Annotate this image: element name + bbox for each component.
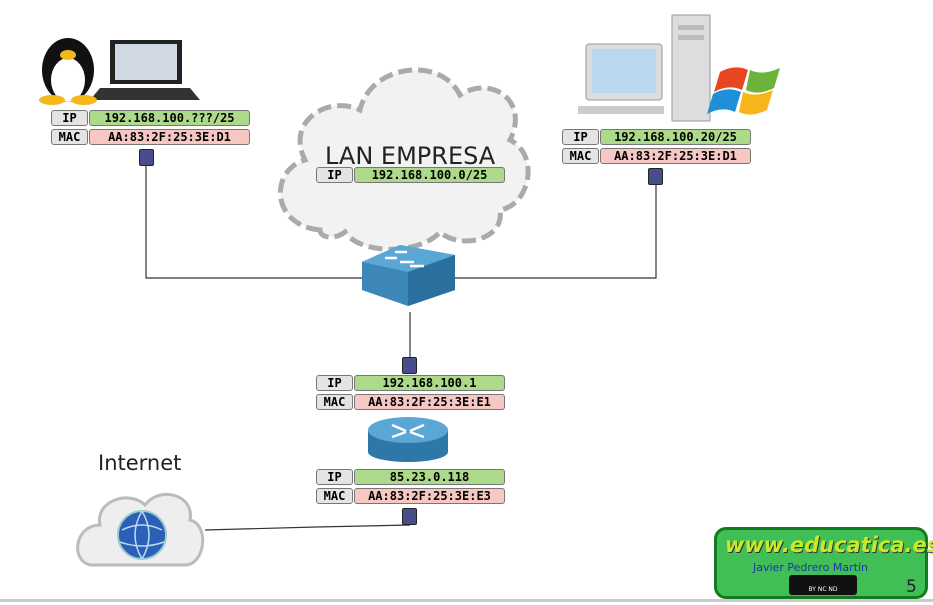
lan-cloud-icon — [278, 67, 531, 252]
pc-ip-value: 192.168.100.20/25 — [600, 129, 751, 145]
lan-title: LAN EMPRESA — [325, 142, 496, 170]
link-router-internet — [204, 524, 411, 531]
router-lan-ip-value: 192.168.100.1 — [354, 375, 505, 391]
cloud-ip-label: IP — [316, 167, 353, 183]
linux-laptop-icon — [39, 38, 200, 105]
router-wan-ip-label: IP — [316, 469, 353, 485]
internet-cloud-icon — [76, 492, 205, 567]
router-lan-ip-label: IP — [316, 375, 353, 391]
switch-icon — [362, 245, 455, 306]
bottom-border — [0, 599, 933, 602]
laptop-port — [139, 149, 154, 166]
router-wan-port — [402, 508, 417, 525]
pc-port — [648, 168, 663, 185]
laptop-ip-value: 192.168.100.???/25 — [89, 110, 250, 126]
link-laptop-switch — [145, 166, 368, 279]
cloud-ip-value: 192.168.100.0/25 — [354, 167, 505, 183]
laptop-mac-value: AA:83:2F:25:3E:D1 — [89, 129, 250, 145]
router-lan-port — [402, 357, 417, 374]
router-lan-mac-value: AA:83:2F:25:3E:E1 — [354, 394, 505, 410]
router-wan-mac-label: MAC — [316, 488, 353, 504]
laptop-mac-label: MAC — [51, 129, 88, 145]
educatica-logo: www.educatica.es Javier Pedrero Martín B… — [714, 527, 933, 599]
router-lan-mac-label: MAC — [316, 394, 353, 410]
router-wan-mac-value: AA:83:2F:25:3E:E3 — [354, 488, 505, 504]
internet-label: Internet — [98, 451, 182, 475]
windows-pc-icon — [578, 14, 780, 122]
pc-mac-value: AA:83:2F:25:3E:D1 — [600, 148, 751, 164]
logo-site: www.educatica.es — [725, 533, 933, 557]
router-icon — [368, 417, 448, 462]
page-number: 5 — [906, 577, 917, 597]
laptop-ip-label: IP — [51, 110, 88, 126]
link-pc-switch — [452, 185, 657, 279]
pc-mac-label: MAC — [562, 148, 599, 164]
pc-ip-label: IP — [562, 129, 599, 145]
cc-license-badge: BY NC ND — [789, 575, 857, 595]
logo-author: Javier Pedrero Martín — [753, 561, 868, 574]
router-wan-ip-value: 85.23.0.118 — [354, 469, 505, 485]
